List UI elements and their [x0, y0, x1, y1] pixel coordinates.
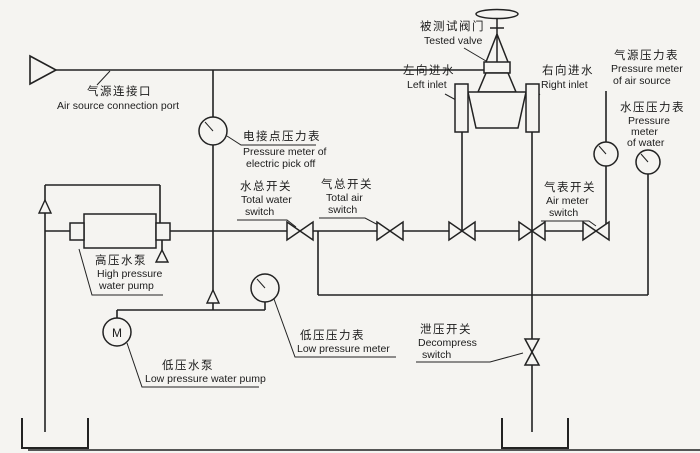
- label-decompress-en1: Decompress: [418, 337, 477, 349]
- label-electric-gauge-en2: electric pick off: [246, 158, 316, 170]
- valve-decompress-icon: [523, 338, 541, 366]
- valve-total-air-icon: [376, 220, 404, 242]
- label-water-gauge-en1: Pressure: [628, 115, 671, 127]
- air-source-triangle-icon: [29, 54, 58, 86]
- label-air-source-cn: 气源连接口: [87, 86, 152, 98]
- label-hp-pump-en2: water pump: [99, 280, 154, 292]
- label-water-gauge-en2: meter: [631, 126, 658, 138]
- label-air-meter-switch-en2: switch: [549, 207, 579, 219]
- label-left-inlet-en: Left inlet: [407, 79, 447, 91]
- label-lp-pump-en: Low pressure water pump: [145, 373, 266, 385]
- label-electric-gauge-cn: 电接点压力表: [243, 131, 321, 143]
- high-pressure-pump-symbol: [69, 213, 171, 249]
- label-water-gauge-en3: of water: [627, 137, 665, 149]
- check-valve-icons: [37, 198, 221, 304]
- label-air-source-en: Air source connection port: [57, 100, 179, 112]
- label-tested-valve-cn: 被测试阀门: [420, 21, 485, 33]
- label-lp-gauge-cn: 低压压力表: [300, 330, 365, 342]
- motor-symbol: M: [102, 317, 132, 347]
- label-total-air-switch-en1: Total air: [326, 192, 363, 204]
- label-decompress-en2: switch: [422, 349, 452, 361]
- right-tank-symbol: [501, 418, 569, 449]
- label-total-water-switch-en1: Total water: [241, 194, 292, 206]
- label-hp-pump-cn: 高压水泵: [95, 255, 147, 267]
- label-total-air-switch-cn: 气总开关: [321, 179, 373, 191]
- valve-right-inlet-icon: [518, 220, 546, 242]
- label-hp-pump-en1: High pressure: [97, 268, 163, 280]
- label-total-air-switch-en2: switch: [328, 204, 358, 216]
- valve-total-water-icon: [286, 220, 314, 242]
- label-electric-gauge-en1: Pressure meter of: [243, 146, 327, 158]
- label-left-inlet-cn: 左向进水: [403, 65, 455, 77]
- label-air-gauge-en1: Pressure meter: [611, 63, 683, 75]
- motor-letter: M: [112, 326, 122, 340]
- left-tank-symbol: [21, 418, 89, 449]
- valve-air-meter-icon: [582, 220, 610, 242]
- tested-valve-symbol: [454, 8, 540, 133]
- label-air-gauge-en2: of air source: [613, 75, 671, 87]
- label-lp-pump-cn: 低压水泵: [162, 360, 214, 372]
- label-air-meter-switch-cn: 气表开关: [544, 182, 596, 194]
- label-air-gauge-cn: 气源压力表: [614, 50, 679, 62]
- label-total-water-switch-cn: 水总开关: [240, 181, 292, 193]
- gauge-needle-icons: [204, 121, 649, 289]
- label-decompress-cn: 泄压开关: [420, 324, 472, 336]
- valve-left-inlet-icon: [448, 220, 476, 242]
- label-tested-valve-en: Tested valve: [424, 35, 483, 47]
- pipe-lines: [44, 69, 649, 432]
- label-right-inlet-cn: 右向进水: [542, 65, 594, 77]
- label-lp-gauge-en: Low pressure meter: [297, 343, 390, 355]
- label-air-meter-switch-en1: Air meter: [546, 195, 589, 207]
- label-total-water-switch-en2: switch: [245, 206, 275, 218]
- label-right-inlet-en: Right inlet: [541, 79, 588, 91]
- label-water-gauge-cn: 水压压力表: [620, 102, 685, 114]
